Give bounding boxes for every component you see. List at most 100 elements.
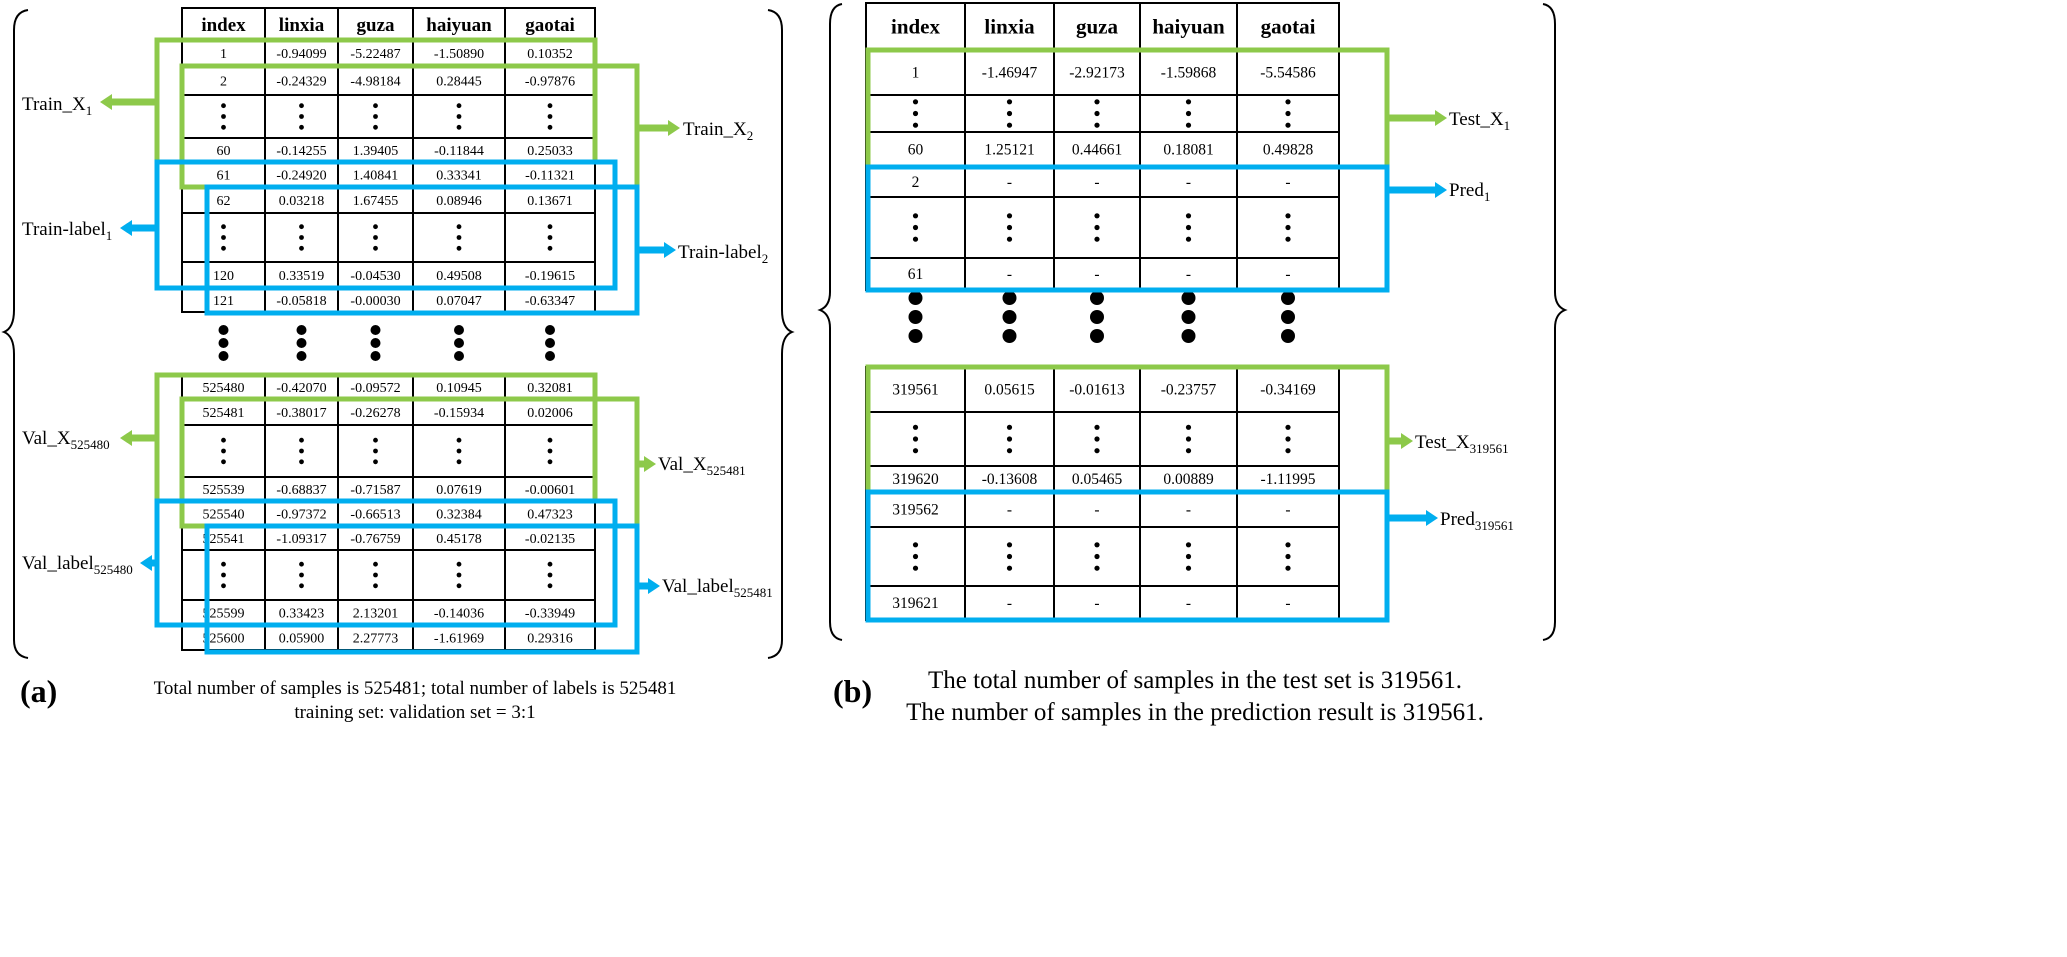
right-gap-ellipsis-dot	[1002, 329, 1017, 343]
left-gap-ellipsis-dot	[370, 325, 381, 335]
left-top-cell: 0.33341	[436, 169, 482, 184]
left-bottom-ellipsis-dot	[221, 572, 226, 578]
right-bottom-ellipsis-dot	[1185, 542, 1192, 548]
left-bottom-cell: 0.05900	[279, 632, 325, 647]
left-bottom-cell: 0.10945	[436, 381, 482, 396]
left-gap-ellipsis-dot	[545, 351, 555, 361]
left-bottom-cell: 0.07619	[436, 483, 482, 498]
left-top-cell: -0.94099	[276, 47, 326, 62]
left-brace-a	[1, 9, 29, 659]
right-top-cell: 0.18081	[1163, 142, 1213, 159]
left-top-cell: -0.00030	[350, 294, 400, 309]
left-top-ellipsis-dot	[221, 114, 226, 119]
right-bottom-ellipsis-dot	[1185, 565, 1192, 571]
left-bottom-ellipsis-dot	[456, 437, 462, 443]
right-bottom-ellipsis-dot	[1285, 448, 1291, 454]
caption-a-line1: Total number of samples is 525481; total…	[154, 678, 677, 699]
left-top-ellipsis-dot	[221, 235, 226, 240]
left-gap-ellipsis-dot	[296, 351, 307, 361]
right-bottom-ellipsis-dot	[1285, 436, 1291, 442]
left-bottom-cell: 525600	[203, 632, 245, 647]
right-gap-ellipsis-dot	[1181, 329, 1196, 343]
left-top-ellipsis-dot	[547, 114, 553, 119]
label-val-x2: Val_X525481	[658, 454, 746, 478]
right-top-ellipsis-dot	[1006, 224, 1013, 231]
right-bottom-ellipsis-dot	[912, 424, 919, 430]
left-top-ellipsis-dot	[547, 224, 553, 230]
right-top-ellipsis-dot	[1094, 213, 1100, 219]
right-bottom-cell: -	[1007, 502, 1012, 519]
right-bottom-cell: 0.00889	[1163, 471, 1214, 488]
left-bottom-ellipsis-dot	[373, 561, 378, 567]
left-top-cell: 0.25033	[527, 144, 573, 159]
right-bottom-cell: -0.34169	[1260, 382, 1316, 399]
left-bottom-cell: 0.47323	[527, 508, 573, 523]
right-bottom-ellipsis-dot	[1285, 553, 1291, 560]
left-bottom-cell: -0.76759	[350, 532, 400, 547]
right-bottom-ellipsis-dot	[1185, 424, 1192, 430]
left-top-ellipsis-dot	[299, 224, 304, 230]
right-brace-a	[767, 9, 795, 659]
right-bottom-ellipsis-dot	[912, 436, 919, 442]
caption-b-line2: The number of samples in the prediction …	[906, 699, 1484, 726]
right-gap-ellipsis-dot	[908, 291, 923, 305]
right-top-ellipsis-dot	[912, 99, 919, 105]
right-gap-ellipsis-dot	[1090, 310, 1104, 324]
left-top-header-cell: linxia	[279, 15, 325, 36]
right-bottom-ellipsis-dot	[1006, 448, 1013, 454]
left-top-ellipsis-dot	[547, 245, 553, 251]
left-bottom-ellipsis-dot	[547, 459, 553, 465]
right-top-cell: -1.59868	[1161, 65, 1217, 82]
right-bottom-ellipsis-dot	[1185, 448, 1192, 454]
right-top-ellipsis-dot	[1285, 213, 1291, 219]
left-bottom-ellipsis-dot	[299, 448, 304, 454]
left-top-ellipsis-dot	[299, 245, 304, 251]
left-top-cell: -0.19615	[525, 269, 575, 284]
left-bottom-ellipsis-dot	[299, 561, 304, 567]
right-bottom-ellipsis-dot	[1285, 542, 1291, 548]
left-bottom-cell: 525481	[203, 406, 245, 421]
right-top-cell: 0.44661	[1072, 142, 1122, 159]
left-bottom-cell: -0.38017	[276, 406, 326, 421]
left-bottom-cell: -0.68837	[276, 483, 326, 498]
left-bottom-ellipsis-dot	[373, 572, 378, 578]
right-bottom-cell: -	[1186, 502, 1191, 519]
label-val-x1: Val_X525480	[22, 428, 110, 452]
test-x1-arrow-head	[1435, 110, 1447, 126]
right-top-ellipsis-dot	[1094, 224, 1100, 231]
right-top-ellipsis-dot	[1185, 122, 1192, 128]
left-bottom-cell: 0.29316	[527, 632, 573, 647]
right-gap-ellipsis-dot	[1002, 310, 1017, 324]
pred1-arrow-head	[1435, 182, 1447, 198]
right-top-ellipsis-dot	[1185, 99, 1192, 105]
right-top-ellipsis-dot	[1006, 213, 1013, 219]
right-top-cell: -	[1186, 174, 1191, 191]
left-bottom-ellipsis-dot	[547, 583, 553, 589]
left-top-ellipsis-dot	[299, 103, 304, 109]
left-bottom-cell: -0.15934	[434, 406, 484, 421]
pred2-box	[865, 489, 1390, 623]
right-bottom-ellipsis-dot	[1006, 542, 1013, 548]
left-bottom-ellipsis-dot	[456, 448, 462, 454]
right-gap-ellipsis-dot	[1281, 329, 1295, 343]
right-bottom-cell: -	[1007, 595, 1012, 612]
label-val-label2: Val_label525481	[662, 576, 773, 600]
left-top-cell: 1	[220, 47, 227, 62]
left-top-ellipsis-dot	[547, 103, 553, 109]
left-bottom-cell: 525599	[203, 607, 245, 622]
left-top-header-cell: gaotai	[525, 15, 575, 36]
right-bottom-ellipsis-dot	[912, 448, 919, 454]
left-bottom-cell: -0.02135	[525, 532, 575, 547]
left-top-header-cell: index	[201, 15, 246, 36]
right-top-ellipsis-dot	[1185, 236, 1192, 242]
right-bottom-ellipsis-dot	[1185, 553, 1192, 560]
left-bottom-ellipsis-dot	[221, 437, 226, 443]
left-top-ellipsis-dot	[373, 235, 378, 240]
left-gap-ellipsis-dot	[370, 351, 381, 361]
right-bottom-ellipsis-dot	[1006, 424, 1013, 430]
caption-b-line1: The total number of samples in the test …	[928, 667, 1462, 694]
left-top-ellipsis-dot	[373, 103, 378, 109]
right-top-ellipsis-dot	[1285, 99, 1291, 105]
left-top-cell: 0.13671	[527, 194, 573, 209]
left-gap-ellipsis-dot	[454, 338, 464, 348]
